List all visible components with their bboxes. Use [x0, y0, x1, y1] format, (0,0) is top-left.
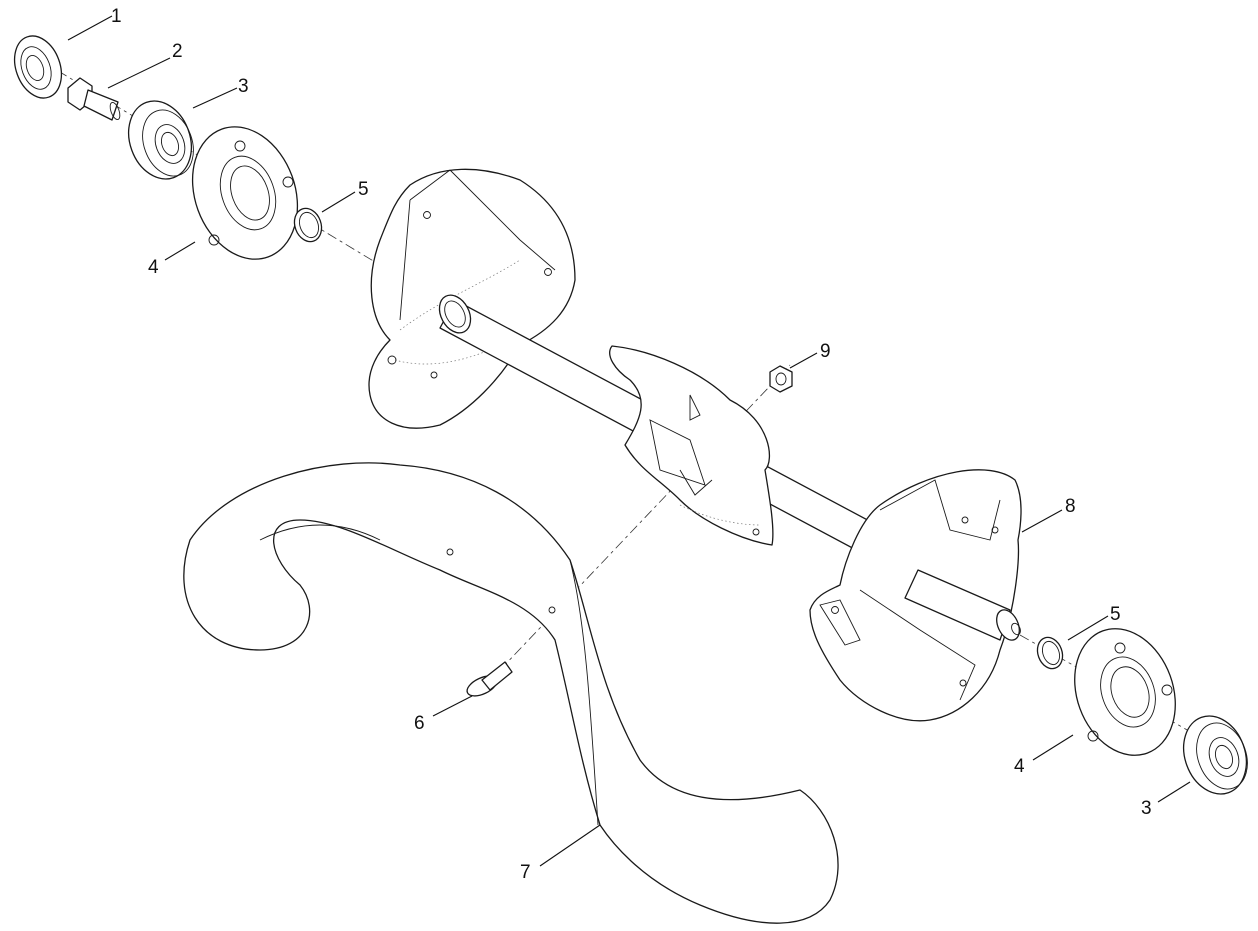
flange-upper [191, 126, 299, 260]
shoulder-bolt [67, 77, 121, 121]
bearing-lower [1183, 715, 1248, 795]
bearing-upper [128, 100, 194, 180]
leader-lines [67, 15, 1191, 867]
center-bracket [609, 345, 774, 546]
callout-3-lower: 3 [1141, 798, 1152, 819]
callout-6: 6 [414, 713, 425, 734]
left-end-plate [368, 168, 576, 429]
callout-5-lower: 5 [1110, 604, 1121, 625]
callout-8: 8 [1065, 496, 1076, 517]
nut [769, 365, 793, 393]
carriage-bolt [466, 661, 513, 697]
callout-3: 3 [238, 76, 249, 97]
callout-7: 7 [520, 862, 531, 883]
callout-5: 5 [358, 179, 369, 200]
callout-labels: 1 2 3 4 5 9 8 5 4 3 6 7 [111, 6, 1152, 883]
flange-bushing [13, 35, 63, 99]
flange-lower [1074, 628, 1176, 756]
scraper-blade [183, 462, 839, 924]
callout-2: 2 [172, 41, 183, 62]
callout-1: 1 [111, 6, 122, 27]
callout-4-lower: 4 [1014, 756, 1025, 777]
callout-4: 4 [148, 257, 159, 278]
callout-9: 9 [820, 341, 831, 362]
right-shaft [904, 569, 1021, 641]
retaining-ring-upper [293, 207, 323, 243]
retaining-ring-lower [1036, 636, 1064, 670]
